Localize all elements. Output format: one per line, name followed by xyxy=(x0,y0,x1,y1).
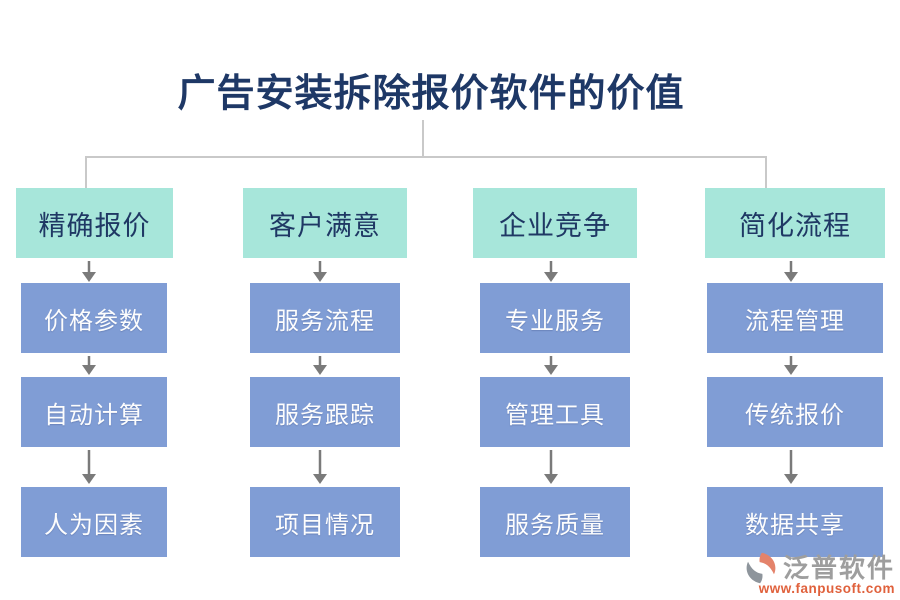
header-box: 精确报价 xyxy=(16,188,173,258)
flow-item-box: 传统报价 xyxy=(707,377,883,447)
watermark-brand: 泛普软件 xyxy=(782,553,895,583)
watermark: 泛普软件 www.fanpusoft.com xyxy=(743,550,895,596)
page-title: 广告安装拆除报价软件的价值 xyxy=(177,73,685,115)
down-arrow-icon xyxy=(82,450,96,484)
down-arrow-icon xyxy=(82,356,96,375)
down-arrow-icon xyxy=(313,356,327,375)
header-box: 企业竞争 xyxy=(473,188,637,258)
header-box: 客户满意 xyxy=(243,188,407,258)
flow-item-box: 项目情况 xyxy=(250,487,400,557)
flow-item-box: 流程管理 xyxy=(707,283,883,353)
flow-item-box: 自动计算 xyxy=(21,377,167,447)
down-arrow-icon xyxy=(784,356,798,375)
flow-item-box: 专业服务 xyxy=(480,283,630,353)
header-box: 简化流程 xyxy=(705,188,885,258)
down-arrow-icon xyxy=(313,261,327,282)
flow-item-box: 数据共享 xyxy=(707,487,883,557)
down-arrow-icon xyxy=(784,450,798,484)
flow-item-box: 服务质量 xyxy=(480,487,630,557)
flow-item-box: 管理工具 xyxy=(480,377,630,447)
fanpu-logo-icon xyxy=(743,550,779,586)
down-arrow-icon xyxy=(313,450,327,484)
flow-item-box: 价格参数 xyxy=(21,283,167,353)
connector-lines xyxy=(85,120,767,190)
flow-item-box: 服务跟踪 xyxy=(250,377,400,447)
down-arrow-icon xyxy=(784,261,798,282)
flow-item-box: 服务流程 xyxy=(250,283,400,353)
watermark-url: www.fanpusoft.com xyxy=(758,581,895,596)
flow-item-box: 人为因素 xyxy=(21,487,167,557)
down-arrow-icon xyxy=(544,356,558,375)
down-arrow-icon xyxy=(82,261,96,282)
down-arrow-icon xyxy=(544,450,558,484)
down-arrow-icon xyxy=(544,261,558,282)
